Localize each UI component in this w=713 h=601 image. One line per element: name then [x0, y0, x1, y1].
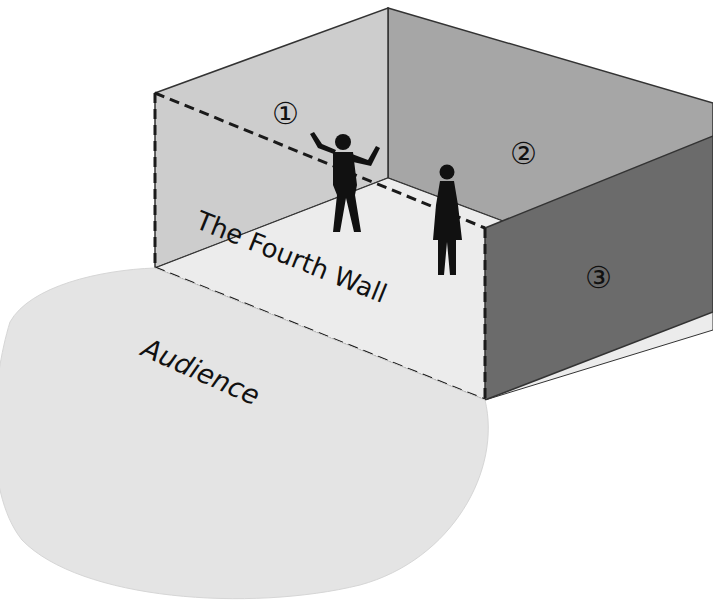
actress-silhouette	[433, 165, 462, 276]
actor-silhouette	[310, 132, 380, 232]
right-wall	[485, 136, 713, 400]
callout-number: ①	[272, 96, 299, 131]
callout-number: ③	[585, 260, 612, 295]
audience-area: Audience	[0, 260, 500, 601]
callout-number: ②	[510, 136, 537, 171]
audience-shape	[0, 268, 488, 599]
audience-blob	[0, 260, 500, 601]
